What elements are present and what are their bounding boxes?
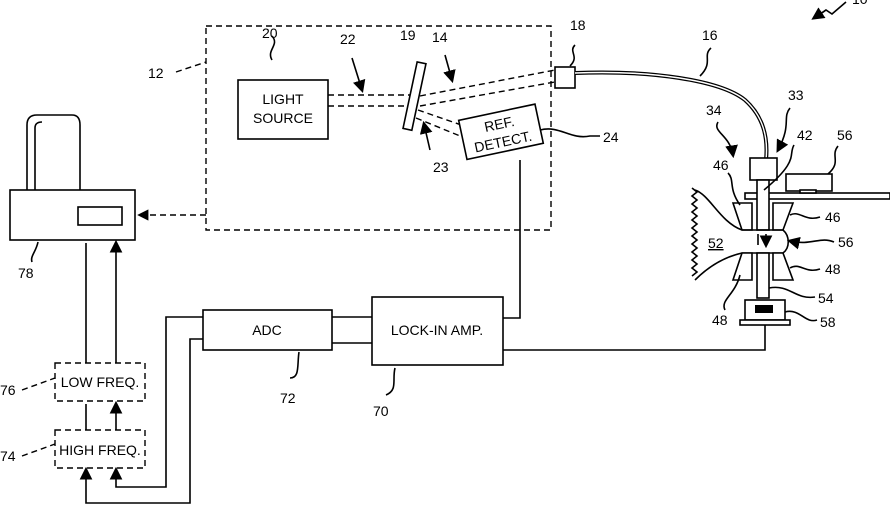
leader-70	[386, 368, 395, 395]
computer-base	[10, 190, 135, 240]
leader-12	[176, 62, 206, 72]
ref-to-lockin-wire	[503, 160, 520, 318]
leader-16	[700, 48, 711, 76]
leader-18	[570, 45, 575, 66]
optical-fiber	[575, 72, 767, 160]
low-freq-block: LOW FREQ.	[55, 363, 145, 401]
computer-slot	[78, 207, 122, 225]
label-20: 20	[262, 25, 278, 41]
arrow-23	[424, 124, 430, 150]
adc-lockin-wires	[332, 317, 372, 343]
leader-72	[290, 352, 299, 378]
label-46-left: 46	[713, 157, 729, 173]
leader-78	[32, 242, 38, 262]
lock-in-amp-block: LOCK-IN AMP.	[372, 297, 503, 365]
arrow-56-mid	[790, 240, 834, 242]
light-source-block: LIGHT SOURCE	[238, 80, 328, 139]
label-19: 19	[400, 27, 416, 43]
rod-54	[757, 253, 769, 298]
high-freq-block: HIGH FREQ.	[55, 430, 145, 468]
label-70: 70	[373, 403, 389, 419]
label-54: 54	[818, 290, 834, 306]
label-48-right: 48	[825, 261, 841, 277]
label-58: 58	[820, 314, 836, 330]
low-to-computer-arrows	[86, 243, 116, 363]
ref-detect-block: REF. DETECT.	[459, 104, 544, 159]
lock-in-amp-text: LOCK-IN AMP.	[391, 322, 483, 338]
high-to-low-arrows	[86, 404, 116, 430]
leader-46-right	[790, 214, 820, 218]
tissue-wavy-edge	[692, 188, 697, 276]
adc-text: ADC	[252, 322, 282, 338]
label-34: 34	[706, 102, 722, 118]
light-source-line1: LIGHT	[262, 91, 304, 107]
low-freq-text: LOW FREQ.	[61, 374, 140, 390]
light-source-line2: SOURCE	[253, 110, 313, 126]
cone-48-left	[733, 253, 752, 280]
high-freq-text: HIGH FREQ.	[59, 442, 141, 458]
adc-block: ADC	[203, 310, 332, 350]
leader-24	[540, 129, 600, 137]
label-22: 22	[340, 31, 356, 47]
label-33: 33	[788, 87, 804, 103]
leader-48-right	[790, 266, 820, 270]
leader-74	[22, 444, 55, 456]
leader-10	[815, 2, 846, 18]
arrow-34	[717, 122, 733, 155]
label-42: 42	[797, 127, 813, 143]
label-56-mid: 56	[838, 234, 854, 250]
label-12: 12	[148, 65, 164, 81]
label-52: 52	[708, 235, 724, 251]
base-58-chip	[755, 305, 773, 313]
label-74: 74	[0, 448, 16, 464]
label-76: 76	[0, 382, 16, 398]
label-14: 14	[432, 29, 448, 45]
computer	[10, 115, 135, 240]
arrow-10	[814, 10, 826, 18]
label-78: 78	[18, 265, 34, 281]
beam-lines	[328, 95, 412, 106]
arrow-22	[352, 58, 362, 90]
leader-56-top	[828, 146, 838, 174]
beam-to-coupler	[420, 70, 555, 106]
cone-46-right	[773, 203, 793, 230]
label-16: 16	[702, 27, 718, 43]
label-24: 24	[603, 129, 619, 145]
label-18: 18	[570, 17, 586, 33]
arrow-33	[778, 108, 790, 150]
leader-46-left	[728, 173, 740, 205]
label-10: 10	[852, 0, 868, 7]
sample-56	[742, 230, 788, 253]
leader-48-left	[724, 275, 740, 310]
label-48-left: 48	[712, 312, 728, 328]
label-56-top: 56	[837, 127, 853, 143]
leader-76	[22, 378, 55, 390]
arrow-14	[445, 55, 452, 80]
lockin-to-base-wire	[503, 325, 765, 350]
cone-48-right	[773, 253, 793, 280]
probe-head-33	[750, 158, 777, 180]
label-72: 72	[280, 390, 296, 406]
cone-46-left	[733, 203, 752, 230]
fiber-coupler	[555, 67, 575, 88]
label-23: 23	[433, 159, 449, 175]
sensor-56-box	[786, 174, 832, 191]
label-46-right: 46	[825, 209, 841, 225]
leader-54	[769, 287, 815, 297]
